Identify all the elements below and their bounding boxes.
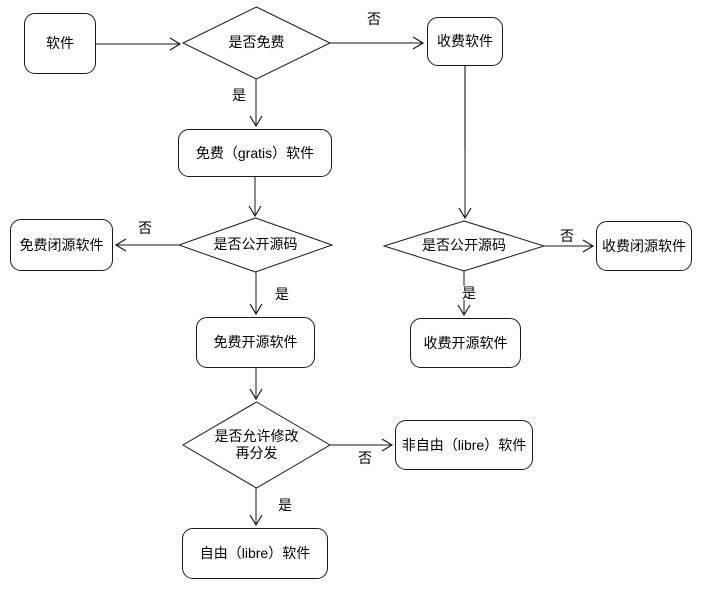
node-paid-open-source-label: 收费开源软件 — [423, 334, 508, 351]
edge-label-yes-isfree: 是 — [231, 87, 247, 103]
edge-label-no-isopen-paid: 否 — [559, 228, 575, 244]
edge-label-yes-allowmodify: 是 — [277, 497, 293, 513]
node-gratis-software: 免费（gratis）软件 — [178, 129, 332, 177]
node-paid-closed-source-label: 收费闭源软件 — [602, 237, 686, 254]
node-paid-closed-source: 收费闭源软件 — [596, 221, 692, 271]
edge-label-no-isopen-free: 否 — [137, 220, 153, 236]
edge-label-yes-isopen-paid: 是 — [461, 285, 477, 301]
node-paid-software-label: 收费软件 — [437, 33, 493, 50]
node-software: 软件 — [24, 13, 96, 74]
node-non-libre-software-label: 非自由（libre）软件 — [401, 436, 527, 453]
edge-label-no-allowmodify: 否 — [357, 450, 373, 466]
node-free-open-source: 免费开源软件 — [196, 317, 315, 368]
node-libre-software-label: 自由（libre）软件 — [199, 545, 311, 562]
node-free-closed-source-label: 免费闭源软件 — [19, 236, 104, 253]
node-paid-software: 收费软件 — [427, 17, 503, 66]
decision-is-open-free-shape — [177, 217, 334, 273]
edge-label-yes-isopen-free: 是 — [274, 286, 290, 302]
node-software-label: 软件 — [46, 35, 74, 52]
node-free-open-source-label: 免费开源软件 — [213, 334, 298, 351]
node-non-libre-software: 非自由（libre）软件 — [395, 420, 533, 470]
node-paid-open-source: 收费开源软件 — [410, 318, 521, 368]
node-libre-software: 自由（libre）软件 — [182, 528, 328, 579]
decision-is-open-paid-shape — [382, 220, 546, 272]
node-gratis-software-label: 免费（gratis）软件 — [195, 144, 315, 161]
edge-label-no-isfree: 否 — [366, 11, 382, 27]
decision-allow-modify-shape — [182, 401, 331, 489]
decision-is-free-shape — [181, 6, 332, 80]
node-free-closed-source: 免费闭源软件 — [10, 219, 113, 271]
